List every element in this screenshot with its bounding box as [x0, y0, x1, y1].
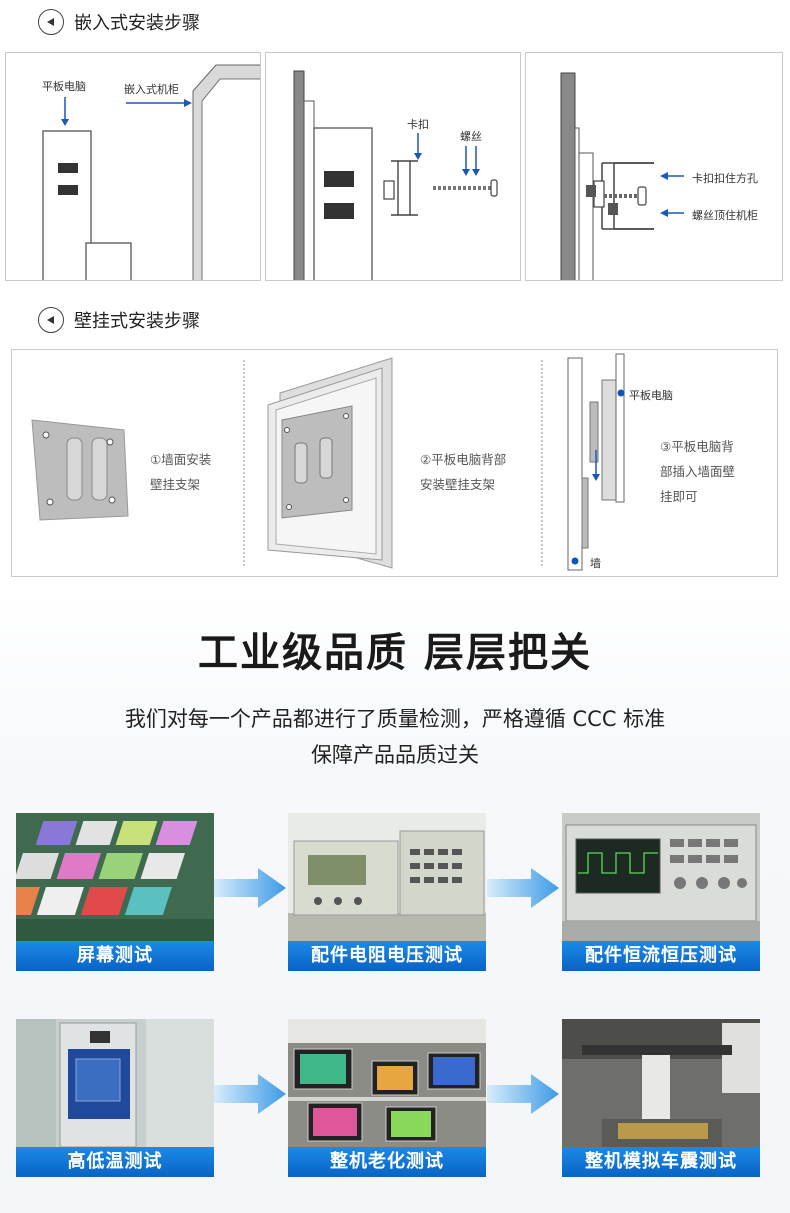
test-caption: 屏幕测试	[16, 941, 214, 971]
test-caption: 高低温测试	[16, 1147, 214, 1177]
resistance-test-photo	[288, 813, 486, 941]
arrow-right-icon	[487, 868, 559, 908]
label-tablet: 平板电脑	[42, 80, 86, 93]
embed-diagram-2	[293, 70, 498, 280]
embed-diagram-1	[42, 64, 260, 280]
embed-panel-3: 卡扣扣住方孔 螺丝顶住机柜	[525, 52, 783, 281]
aging-test-photo	[288, 1019, 486, 1147]
wall-diagram	[31, 353, 625, 571]
test-caption: 整机老化测试	[288, 1147, 486, 1177]
wall-step3-text: ③平板电脑背 部插入墙面壁 挂即可	[660, 439, 736, 504]
arrow-right-icon	[487, 1074, 559, 1114]
label-screw-cabinet: 螺丝顶住机柜	[692, 209, 758, 222]
test-card-current: 配件恒流恒压测试	[562, 813, 760, 971]
test-card-aging: 整机老化测试	[288, 1019, 486, 1177]
wall-section-title: 壁挂式安装步骤	[74, 311, 200, 332]
temperature-test-photo	[16, 1019, 214, 1147]
embed-section-header: 嵌入式安装步骤	[38, 9, 200, 35]
label-clip: 卡扣	[407, 118, 429, 131]
embed-diagram-3	[560, 72, 684, 280]
arrow-right-icon	[214, 868, 286, 908]
wall-step2-text: ②平板电脑背部 安装壁挂支架	[420, 452, 507, 492]
quality-subtitle-1: 我们对每一个产品都进行了质量检测，严格遵循 CCC 标准	[124, 707, 666, 731]
play-left-icon	[38, 307, 64, 333]
test-card-resistance: 配件电阻电压测试	[288, 813, 486, 971]
quality-subtitle-2: 保障产品品质过关	[311, 743, 479, 767]
wall-section-header: 壁挂式安装步骤	[38, 307, 200, 333]
current-test-photo	[562, 813, 760, 941]
label-screw: 螺丝	[460, 130, 482, 143]
arrow-right-icon	[214, 1074, 286, 1114]
label-cabinet: 嵌入式机柜	[124, 83, 179, 96]
embed-section-title: 嵌入式安装步骤	[74, 13, 200, 34]
test-card-screen: 屏幕测试	[16, 813, 214, 971]
play-left-icon	[38, 9, 64, 35]
label-clip-hole: 卡扣扣住方孔	[692, 172, 758, 185]
embed-panel-2: 卡扣 螺丝	[265, 52, 521, 281]
test-card-vibration: 整机模拟车震测试	[562, 1019, 760, 1177]
test-card-temperature: 高低温测试	[16, 1019, 214, 1177]
test-caption: 整机模拟车震测试	[562, 1147, 760, 1177]
quality-title: 工业级品质 层层把关	[198, 630, 592, 676]
screen-test-photo	[16, 813, 214, 941]
wall-label: 墙	[590, 557, 601, 570]
embed-panel-1: 平板电脑 嵌入式机柜	[5, 52, 261, 281]
vibration-test-photo	[562, 1019, 760, 1147]
test-caption: 配件电阻电压测试	[288, 941, 486, 971]
wall-tablet-label: 平板电脑	[629, 389, 673, 402]
test-caption: 配件恒流恒压测试	[562, 941, 760, 971]
wall-panel: ①墙面安装 壁挂支架 ②平板电脑背部 安装壁挂支架 ③平板电脑背 部插入墙面壁 …	[11, 349, 778, 577]
wall-step1-text: ①墙面安装 壁挂支架	[150, 452, 212, 492]
